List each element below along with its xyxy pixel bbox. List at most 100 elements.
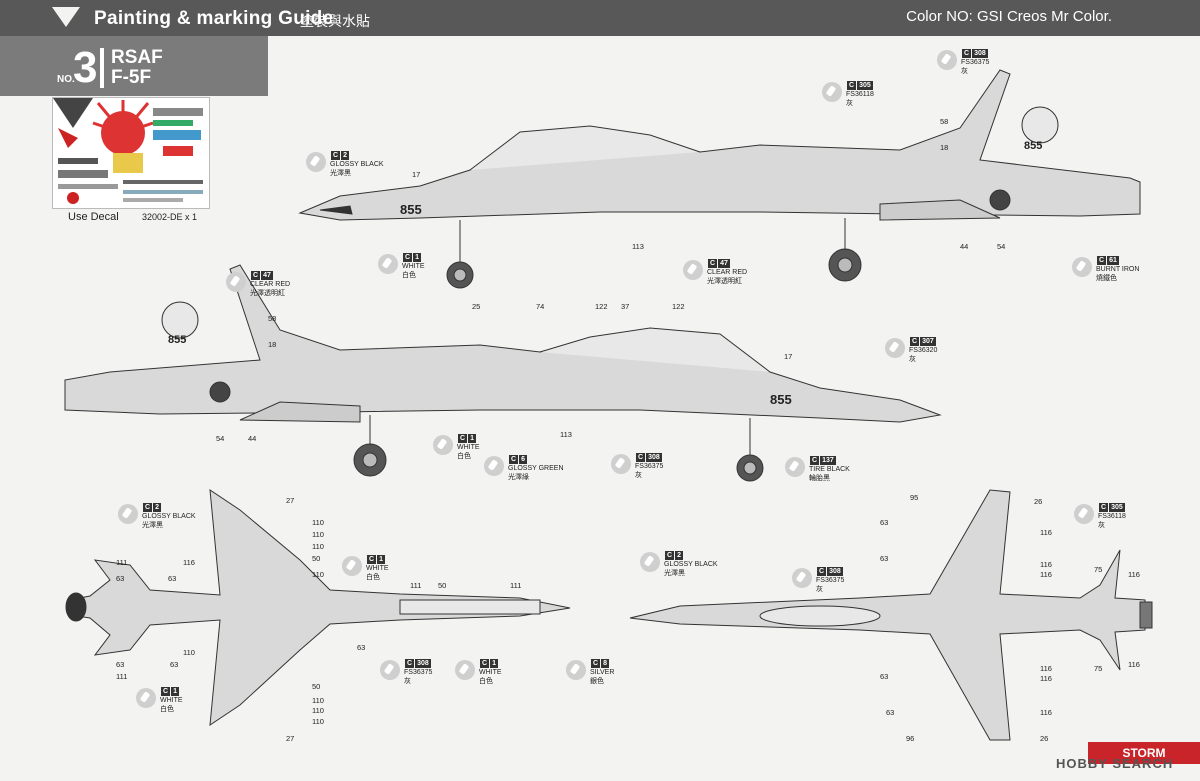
part-number: 50: [312, 554, 321, 563]
part-number: 26: [1040, 734, 1049, 743]
part-number: 27: [286, 496, 295, 505]
part-number: 63: [880, 554, 889, 563]
tail-number-mid: 855: [168, 334, 187, 346]
part-number: 110: [312, 518, 324, 527]
nose-number-mid: 855: [770, 392, 792, 407]
part-number: 63: [880, 672, 889, 681]
part-number: 17: [784, 352, 793, 361]
part-number: 96: [906, 734, 915, 743]
part-number: 25: [472, 302, 481, 311]
part-number: 110: [312, 706, 324, 715]
storm-logo: STORM: [1088, 742, 1200, 764]
part-number: 110: [183, 648, 195, 657]
part-number: 75: [1094, 664, 1103, 673]
page-title-cn: 塗裝與水貼: [300, 14, 370, 30]
part-number: 110: [312, 542, 324, 551]
part-number: 63: [357, 643, 366, 652]
decal-sheet-thumbnail: [52, 97, 210, 209]
part-number: 63: [116, 574, 125, 583]
paintbrush-icon: [226, 272, 246, 292]
part-number: 75: [1094, 565, 1103, 574]
paintbrush-icon: [566, 660, 586, 680]
part-number: 116: [1128, 660, 1140, 669]
paintbrush-icon: [118, 504, 138, 524]
part-number: 58: [940, 117, 949, 126]
paintbrush-icon: [822, 82, 842, 102]
scheme-no-label: NO.: [57, 74, 75, 85]
part-number: 50: [438, 581, 447, 590]
part-number: 63: [116, 660, 125, 669]
part-number: 111: [410, 581, 422, 590]
part-number: 63: [168, 574, 177, 583]
part-number: 50: [312, 682, 321, 691]
guide-header: [0, 0, 1200, 36]
paintbrush-icon: [455, 660, 475, 680]
part-number: 95: [910, 493, 919, 502]
part-number: 54: [997, 242, 1006, 251]
paintbrush-icon: [1074, 504, 1094, 524]
paintbrush-icon: [683, 260, 703, 280]
part-number: 54: [216, 434, 225, 443]
color-reference: Color NO: GSI Creos Mr Color.: [906, 8, 1112, 25]
part-number: 113: [560, 430, 572, 439]
paintbrush-icon: [885, 338, 905, 358]
tail-number-top: 855: [1024, 140, 1043, 152]
part-number: 110: [312, 696, 324, 705]
part-number: 116: [1040, 528, 1052, 537]
part-number: 111: [510, 581, 522, 590]
part-number: 63: [880, 518, 889, 527]
paintbrush-icon: [378, 254, 398, 274]
part-number: 116: [1040, 674, 1052, 683]
part-number: 116: [1040, 570, 1052, 579]
paintbrush-icon: [785, 457, 805, 477]
part-number: 17: [412, 170, 421, 179]
part-number: 37: [621, 302, 630, 311]
paintbrush-icon: [792, 568, 812, 588]
paintbrush-icon: [136, 688, 156, 708]
paintbrush-icon: [1072, 257, 1092, 277]
paintbrush-icon: [433, 435, 453, 455]
part-number: 58: [268, 314, 277, 323]
part-number: 74: [536, 302, 545, 311]
part-number: 122: [672, 302, 685, 311]
brand-logo-icon: [52, 7, 80, 27]
part-number: 116: [1128, 570, 1140, 579]
paintbrush-icon: [640, 552, 660, 572]
part-number: 44: [960, 242, 969, 251]
plan-view-top: [65, 489, 571, 726]
part-number: 18: [940, 143, 949, 152]
decal-caption: Use Decal: [68, 211, 119, 223]
part-number: 63: [886, 708, 895, 717]
nose-number-top: 855: [400, 202, 422, 217]
part-number: 113: [632, 242, 644, 251]
plan-view-bottom: [629, 489, 1153, 741]
scheme-badge: [0, 36, 268, 96]
paintbrush-icon: [306, 152, 326, 172]
part-number: 110: [312, 530, 324, 539]
part-number: 44: [248, 434, 257, 443]
part-number: 122: [595, 302, 608, 311]
paintbrush-icon: [342, 556, 362, 576]
part-number: 116: [1040, 664, 1052, 673]
paintbrush-icon: [380, 660, 400, 680]
part-number: 116: [1040, 708, 1052, 717]
side-view-left: [298, 69, 1141, 289]
watermark: HOBBY SEARCH: [1056, 756, 1174, 771]
paintbrush-icon: [484, 456, 504, 476]
